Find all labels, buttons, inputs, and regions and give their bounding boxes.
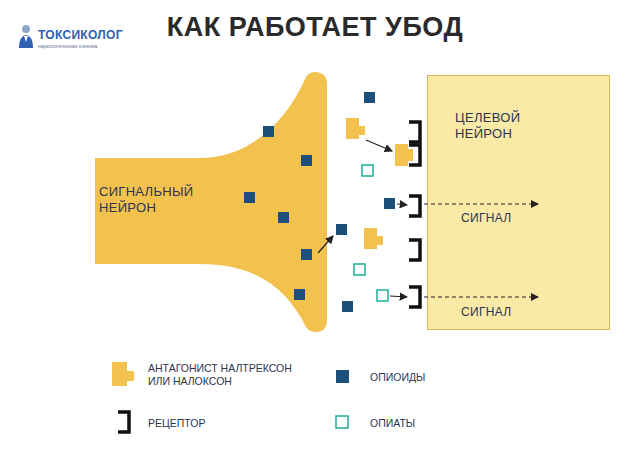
- legend-opiate-sample: [336, 416, 348, 428]
- neuron-body: [95, 72, 327, 332]
- legend-antagonist-sample: [112, 362, 134, 386]
- legend-label: АНТАГОНИСТ НАЛТРЕКСОН ИЛИ НАЛОКСОН: [148, 362, 298, 388]
- movement-arrow: [318, 140, 407, 297]
- receptor-symbol: [409, 122, 420, 307]
- antagonist-molecule: [346, 118, 413, 249]
- target-neuron: ЦЕЛЕВОЙ НЕЙРОН: [427, 75, 610, 330]
- logo-text: ТОКСИКОЛОГ: [38, 28, 123, 42]
- legend-label: ОПИОИДЫ: [370, 371, 520, 384]
- signal-neuron: СИГНАЛЬНЫЙ НЕЙРОН: [95, 72, 327, 332]
- logo-subtitle: наркологическая клиника: [38, 43, 97, 49]
- logo-icon: [19, 25, 33, 48]
- legend-label: ОПИАТЫ: [370, 417, 520, 430]
- legend-swatch: [336, 370, 349, 383]
- node-label: СИГНАЛЬНЫЙ НЕЙРОН: [99, 184, 229, 216]
- signal-label: СИГНАЛ: [461, 211, 511, 225]
- legend-label: РЕЦЕПТОР: [148, 417, 298, 430]
- legend-receptor-sample: [118, 412, 129, 432]
- signal-label: СИГНАЛ: [461, 305, 511, 319]
- node-label: ЦЕЛЕВОЙ НЕЙРОН: [455, 110, 555, 142]
- opiate-molecule: [354, 165, 388, 301]
- diagram-title: КАК РАБОТАЕТ УБОД: [150, 12, 480, 43]
